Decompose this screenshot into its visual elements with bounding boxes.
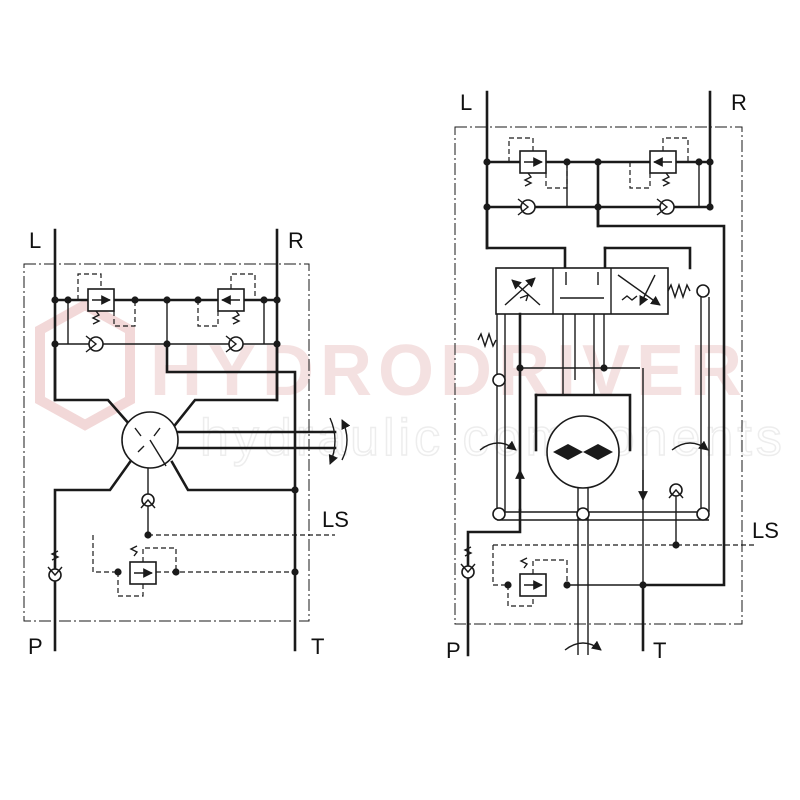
right-check-valve-1 xyxy=(517,198,536,216)
right-relief-valve-2 xyxy=(629,137,689,189)
right-P-line xyxy=(466,508,522,657)
right-rotation-arrow-2 xyxy=(671,440,709,451)
left-unit-to-T xyxy=(170,460,297,492)
left-inlet-check-valve xyxy=(47,550,63,582)
right-boundary xyxy=(454,126,743,625)
left-check-valve-1 xyxy=(85,335,104,353)
right-priority-valve xyxy=(507,557,643,607)
right-inlet-check-valve xyxy=(460,546,476,579)
right-rotation-arrow-1 xyxy=(479,440,517,451)
right-R-return xyxy=(596,205,726,652)
right-port-R-label: R xyxy=(731,90,747,115)
right-spool-valve xyxy=(495,267,710,315)
right-port-LS-label: LS xyxy=(752,518,779,543)
left-L-to-unit xyxy=(53,342,132,427)
left-port-P-label: P xyxy=(28,634,43,659)
right-junction-dots xyxy=(483,158,714,589)
left-port-LS-label: LS xyxy=(322,507,349,532)
left-relief-valve-2 xyxy=(197,273,256,327)
left-port-R-label: R xyxy=(288,228,304,253)
left-circuit: L R LS P T xyxy=(23,228,351,659)
right-L-to-spool xyxy=(485,205,567,270)
left-check-valve-2 xyxy=(225,335,244,353)
right-relief-valve-1 xyxy=(508,137,568,189)
left-relief-valve-1 xyxy=(77,273,136,327)
right-metering-motor xyxy=(546,415,620,655)
left-port-L-label: L xyxy=(29,228,41,253)
right-port-L-label: L xyxy=(460,90,472,115)
left-boundary xyxy=(23,263,310,622)
left-unit-check-valve xyxy=(140,493,156,509)
right-shaft-rotation-arrow xyxy=(564,640,602,651)
watermark-hexagon-icon xyxy=(35,299,135,431)
right-side-spring xyxy=(477,331,497,349)
right-check-valve-2 xyxy=(656,198,675,216)
right-port-P-label: P xyxy=(446,638,461,663)
left-priority-valve xyxy=(117,545,295,597)
left-port-T-label: T xyxy=(311,634,324,659)
right-lower-check-valve xyxy=(668,483,684,545)
left-steering-unit xyxy=(121,411,351,469)
right-circuit: L R LS P T xyxy=(446,90,779,663)
left-tank-line xyxy=(165,342,297,652)
right-port-T-label: T xyxy=(653,638,666,663)
watermark-tagline: hydraulic components xyxy=(200,409,786,467)
